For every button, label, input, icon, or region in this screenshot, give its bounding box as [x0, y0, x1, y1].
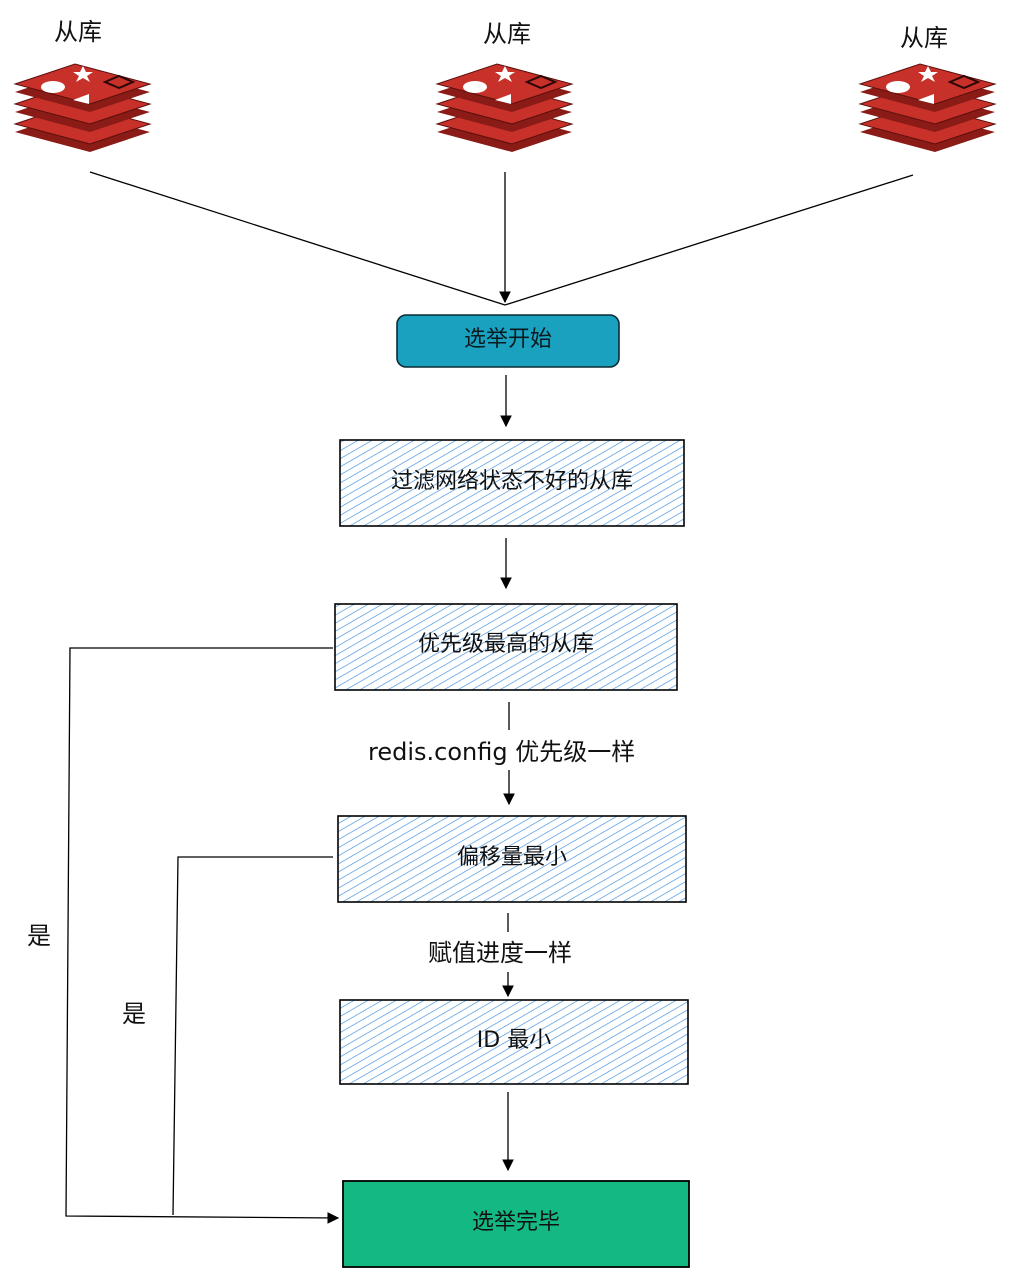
node-done-label: 选举完毕	[471, 1210, 560, 1235]
edge-priority-done-yes	[65, 647, 340, 1224]
node-priority-box	[334, 603, 678, 691]
replica-label-left: 从库	[54, 18, 102, 46]
node-filter-label: 过滤网络状态不好的从库	[390, 469, 633, 494]
node-start-box	[396, 314, 620, 368]
edge-label-yes-inner: 是	[122, 1000, 146, 1028]
node-offset-label: 偏移量最小	[456, 845, 567, 870]
node-filter-box	[339, 439, 685, 527]
replica-label-center: 从库	[483, 20, 531, 48]
node-priority-label: 优先级最高的从库	[417, 632, 594, 657]
node-start-label: 选举开始	[463, 327, 552, 352]
replica-label-right: 从库	[900, 24, 948, 52]
edge-label-same-priority: redis.config 优先级一样	[368, 738, 636, 766]
node-id-label: ID 最小	[476, 1028, 552, 1053]
edge-offset-done-yes	[172, 856, 333, 1216]
node-id-box	[339, 999, 689, 1085]
edge-label-yes-outer: 是	[27, 922, 51, 950]
redis-icon-right	[858, 63, 997, 152]
edge-right-replica	[504, 174, 914, 306]
redis-icon-center	[435, 63, 574, 152]
redis-icon-left	[13, 63, 152, 152]
node-offset-box	[337, 815, 687, 903]
node-done-box	[342, 1180, 690, 1268]
edge-left-replica	[89, 171, 506, 306]
edge-label-same-progress: 赋值进度一样	[428, 939, 572, 967]
